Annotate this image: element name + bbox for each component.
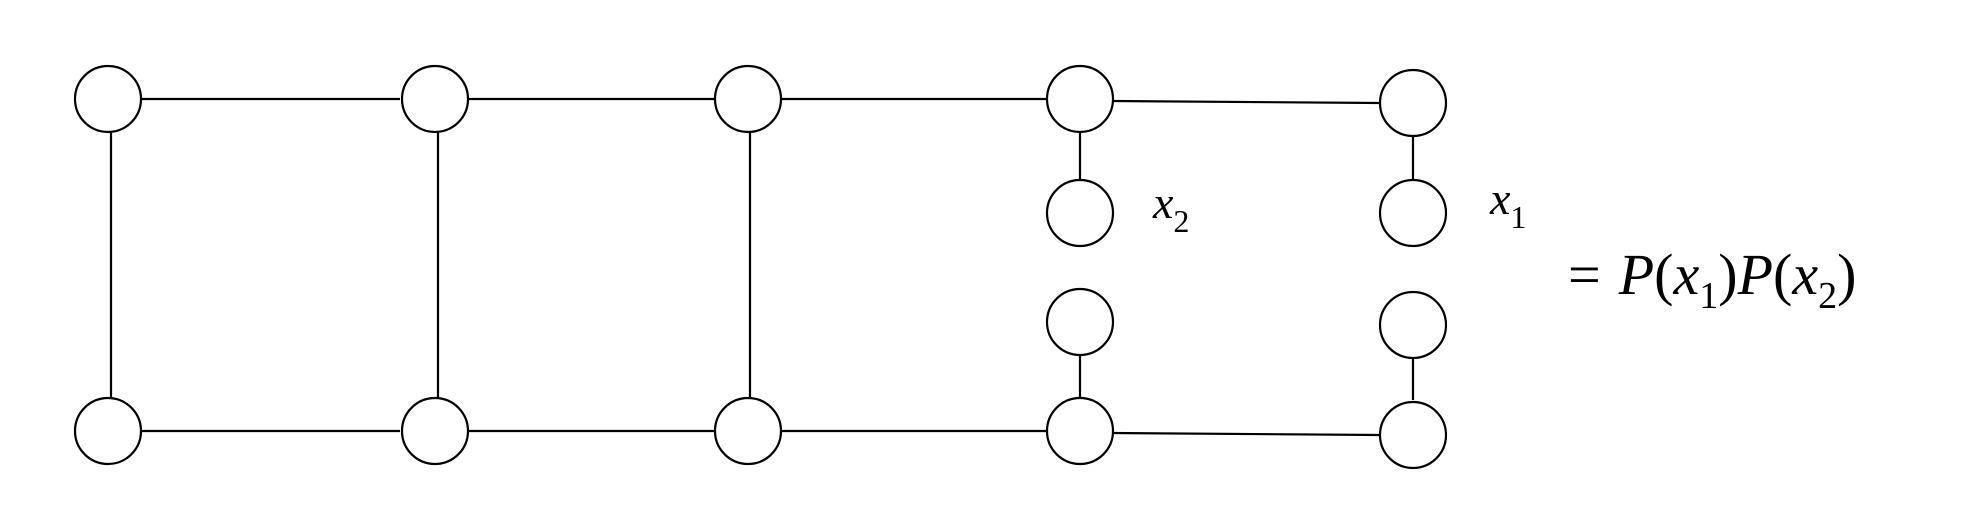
label-x1-sub: 1 (1510, 199, 1526, 235)
label-x2: x2 (1152, 177, 1189, 239)
node-bottom-1 (73, 396, 143, 466)
node-x2-upper (1045, 178, 1115, 248)
eq-sub-second: 2 (1818, 275, 1837, 317)
eq-P-first: P (1618, 242, 1654, 307)
node-top-2 (400, 64, 470, 134)
node-bottom-5 (1378, 400, 1448, 470)
eq-x-first: x (1672, 242, 1699, 307)
node-top-5 (1378, 68, 1448, 138)
eq-close-paren-first: ) (1718, 242, 1737, 307)
node-top-4 (1045, 64, 1115, 134)
eq-open-paren-second: ( (1773, 242, 1792, 307)
label-x1-var: x (1489, 173, 1511, 224)
node-bottom-3 (713, 396, 783, 466)
node-x1-upper (1378, 178, 1448, 248)
node-labels: x2 x1 (1152, 173, 1526, 239)
eq-x-second: x (1791, 242, 1818, 307)
edge-top-4 (1112, 99, 1381, 105)
eq-sub-first: 1 (1699, 275, 1718, 317)
node-x1-lower (1378, 290, 1448, 360)
edges (109, 97, 1415, 437)
equals-sign: = (1568, 242, 1601, 307)
node-bottom-2 (400, 396, 470, 466)
equation: =P(x1)P(x2) (1568, 242, 1856, 317)
eq-P-second: P (1737, 242, 1773, 307)
eq-close-paren-second: ) (1837, 242, 1856, 307)
node-x2-lower (1045, 287, 1115, 357)
label-x2-var: x (1152, 177, 1174, 228)
node-top-3 (713, 64, 783, 134)
edge-bottom-4 (1112, 431, 1381, 437)
node-bottom-4 (1045, 396, 1115, 466)
label-x1: x1 (1489, 173, 1526, 235)
label-x2-sub: 2 (1173, 203, 1189, 239)
node-top-1 (73, 64, 143, 134)
eq-open-paren-first: ( (1654, 242, 1673, 307)
nodes (73, 64, 1448, 470)
